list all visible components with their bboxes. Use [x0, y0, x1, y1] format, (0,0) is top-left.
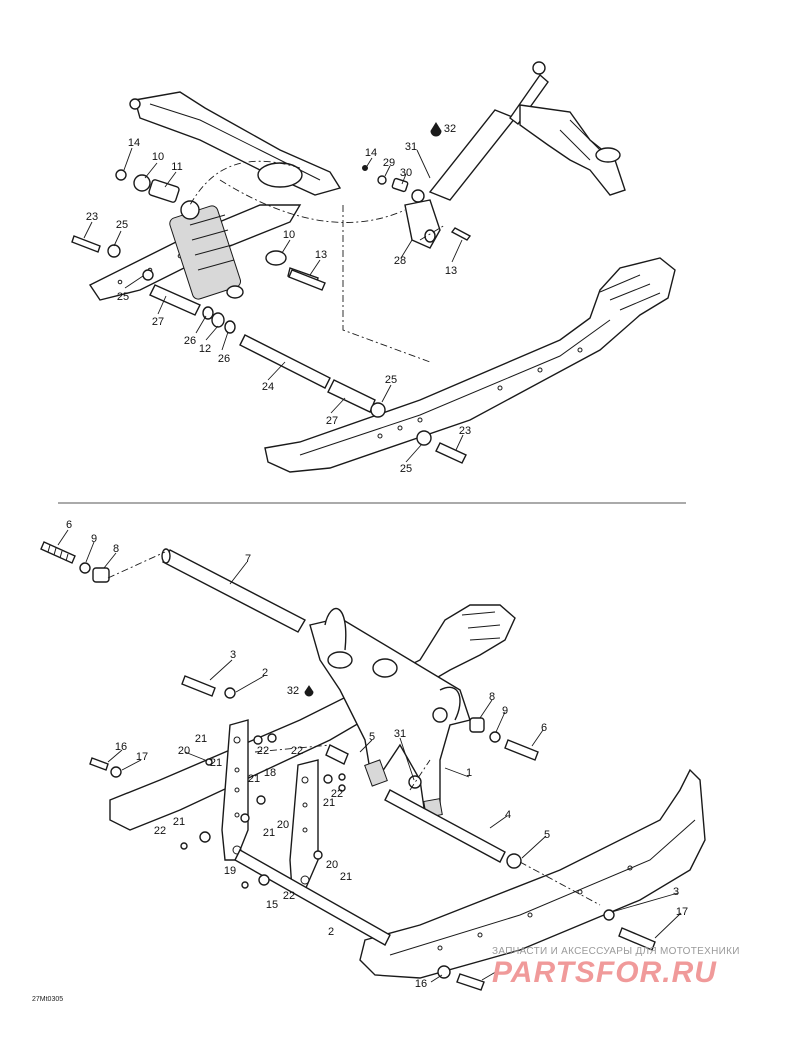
callouts_top-callout-23: 23	[86, 211, 98, 223]
callouts_bottom-callout-1: 1	[466, 767, 472, 779]
callouts_top-callout-30: 30	[400, 167, 412, 179]
callouts_top-callout-29: 29	[383, 157, 395, 169]
callouts_bottom-callout-5: 5	[544, 829, 550, 841]
callouts_top-callout-26: 26	[184, 335, 196, 347]
watermark-tagline: ЗАПЧАСТИ И АКСЕССУАРЫ ДЛЯ МОТОТЕХНИКИ	[492, 946, 740, 957]
callouts_top-callout-14: 14	[365, 147, 377, 159]
callouts_top-callout-25: 25	[400, 463, 412, 475]
callouts_bottom-callout-2: 2	[328, 926, 334, 938]
watermark-logo: PARTSFOR.RU	[492, 956, 717, 989]
callouts_top-callout-14: 14	[128, 137, 140, 149]
callouts_top-callout-27: 27	[326, 415, 338, 427]
callouts_bottom-callout-21: 21	[323, 797, 335, 809]
callouts_top-callout-25: 25	[385, 374, 397, 386]
drawing-code: 27Mt0305	[32, 996, 64, 1003]
callouts_bottom-callout-4: 4	[505, 809, 511, 821]
callouts_bottom-callout-17: 17	[136, 751, 148, 763]
callouts_top-callout-12: 12	[199, 343, 211, 355]
link-plate-right	[289, 759, 319, 891]
callouts_top-callout-27: 27	[152, 316, 164, 328]
callouts_bottom-callout-31: 31	[394, 728, 406, 740]
front-shaft	[162, 549, 306, 633]
callouts_top-callout-23: 23	[459, 425, 471, 437]
callouts_bottom-callout-21: 21	[173, 816, 185, 828]
bottom-rail-near	[359, 768, 706, 979]
callouts_top-callout-10: 10	[283, 229, 295, 241]
upper-shock-rod	[428, 109, 517, 201]
cross-shaft-4	[384, 789, 506, 863]
callouts_bottom-callout-21: 21	[248, 773, 260, 785]
cross-shaft	[239, 334, 331, 389]
callouts_top-callout-31: 31	[405, 141, 417, 153]
callouts_top-callout-11: 11	[171, 161, 182, 173]
callouts_bottom-callout-8: 8	[489, 691, 495, 703]
upper-link-arm	[134, 91, 342, 196]
front-arm	[309, 617, 471, 816]
lubricant-icon-bottom	[304, 685, 314, 697]
leader-lines	[57, 147, 682, 983]
callouts_bottom-callout-19: 19	[224, 865, 236, 877]
callouts_bottom-callout-22: 22	[257, 745, 269, 757]
mount-bracket	[404, 199, 441, 249]
callouts_bottom-callout-9: 9	[502, 705, 508, 717]
callouts_top-callout-28: 28	[394, 255, 406, 267]
callouts_top-callout-24: 24	[262, 381, 274, 393]
callouts_top-callout-25: 25	[116, 219, 128, 231]
callouts_top-callout-32: 32	[444, 123, 456, 135]
callouts_bottom-callout-22: 22	[331, 788, 343, 800]
callouts_bottom-callout-21: 21	[195, 733, 207, 745]
top-rail	[264, 257, 676, 473]
callouts_bottom-callout-2: 2	[262, 667, 268, 679]
callouts_top-callout-25: 25	[117, 291, 129, 303]
callouts_bottom-callout-6: 6	[541, 722, 547, 734]
callouts_bottom-callout-20: 20	[326, 859, 338, 871]
handle-bracket	[519, 104, 626, 196]
shock-absorber	[169, 200, 244, 300]
callouts_bottom-callout-16: 16	[415, 978, 427, 990]
callout-labels: 1410112325252726122624272523251013142930…	[66, 123, 688, 990]
callouts_bottom-callout-18: 18	[264, 767, 276, 779]
callouts_top-callout-26: 26	[218, 353, 230, 365]
callouts_bottom-callout-21: 21	[340, 871, 352, 883]
callouts_bottom-callout-32: 32	[287, 685, 299, 697]
callouts_bottom-callout-17: 17	[676, 906, 688, 918]
callouts_bottom-callout-6: 6	[66, 519, 72, 531]
callouts_bottom-callout-8: 8	[113, 543, 119, 555]
callouts_bottom-callout-22: 22	[283, 890, 295, 902]
callouts_bottom-callout-7: 7	[245, 553, 251, 565]
callouts_bottom-callout-22: 22	[154, 825, 166, 837]
lubricant-icon	[430, 122, 442, 137]
bottom-shaft	[234, 849, 391, 946]
callouts_top-callout-13: 13	[315, 249, 327, 261]
callouts_bottom-callout-20: 20	[178, 745, 190, 757]
callouts_bottom-callout-9: 9	[91, 533, 97, 545]
callouts_bottom-callout-5: 5	[369, 731, 375, 743]
callouts_bottom-callout-20: 20	[277, 819, 289, 831]
callouts_bottom-callout-21: 21	[263, 827, 275, 839]
callouts_bottom-callout-3: 3	[230, 649, 236, 661]
callouts_bottom-callout-16: 16	[115, 741, 127, 753]
callouts_bottom-callout-22: 22	[291, 745, 303, 757]
callouts_top-callout-13: 13	[445, 265, 457, 277]
callouts_bottom-callout-21: 21	[210, 757, 222, 769]
callouts_bottom-callout-15: 15	[266, 899, 278, 911]
top-assembly	[71, 61, 676, 473]
callouts_top-callout-10: 10	[152, 151, 164, 163]
callouts_bottom-callout-3: 3	[673, 886, 679, 898]
bottom-assembly	[40, 541, 706, 991]
